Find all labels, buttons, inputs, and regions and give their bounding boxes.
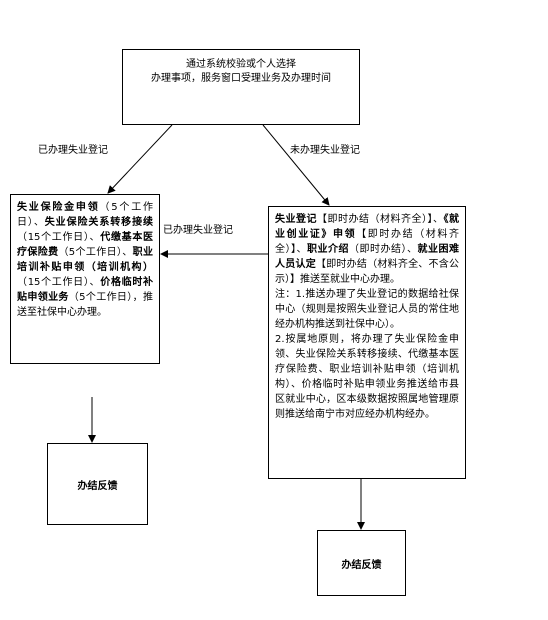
left-part-0: 失业保险金申领 (17, 202, 100, 213)
registered-services-box: 失业保险金申领（5个工作日）、失业保险关系转移接续（15个工作日）、代缴基本医疗… (10, 194, 160, 364)
left-part-7: （15个工作日）、 (17, 277, 101, 288)
left-part-1: （5个工作日）、 (17, 202, 153, 228)
unregistered-services-box: 失业登记【即时办结（材料齐全）】、《就业创业证》申领【即时办结（材料齐全）】、职… (268, 206, 466, 479)
right-part-3: 【即时办结（材料齐全）】、 (275, 229, 460, 255)
left-part-4: 代缴基本医疗保险费 (17, 232, 154, 258)
left-part-9: （5个工作日），推送至社保中心办理。 (17, 292, 153, 318)
edge-label-left: 已办理失业登记 (38, 145, 108, 156)
left-part-6: 职业培训补贴申领（培训机构） (17, 247, 154, 273)
right-part-4: 职业介绍 (307, 244, 349, 255)
edge-label-middle: 已办理失业登记 (163, 225, 233, 236)
right-note-1: 注：1.推送办理了失业登记的数据给社保中心（规则是按照失业登记人员的常住地经办机… (275, 289, 459, 330)
left-part-2: 失业保险关系转移接续 (44, 217, 153, 228)
right-part-1: 【即时办结（材料齐全）】、 (317, 214, 444, 225)
finish-feedback-box-left: 办结反馈 (47, 443, 148, 525)
right-part-5: （即时办结）、 (349, 244, 418, 255)
right-main-text: 失业登记【即时办结（材料齐全）】、《就业创业证》申领【即时办结（材料齐全）】、职… (275, 212, 459, 287)
arrow-top-to-left (107, 124, 173, 194)
finish-feedback-label-left: 办结反馈 (77, 480, 118, 492)
left-part-5: （5个工作日）、 (58, 247, 133, 258)
start-line-2: 办理事项，服务窗口受理业务及办理时间 (151, 73, 331, 84)
finish-feedback-box-right: 办结反馈 (317, 530, 406, 596)
right-part-0: 失业登记 (275, 214, 317, 225)
right-note-2: 2.按属地原则，将办理了失业保险金申领、失业保险关系转移接续、代缴基本医疗保险费… (275, 334, 459, 420)
right-part-6: 就业困难人员认定 (275, 244, 459, 270)
arrow-top-to-right (262, 124, 330, 206)
start-line-1: 通过系统校验或个人选择 (186, 59, 296, 70)
finish-feedback-label-right: 办结反馈 (341, 559, 382, 571)
edge-label-right: 未办理失业登记 (290, 145, 360, 156)
right-part-2: 《就业创业证》申领 (275, 214, 459, 240)
right-part-7: 【即时办结（材料齐全、不含公示）】推送至就业中心办理。 (275, 259, 460, 285)
left-part-3: （15个工作日）、 (17, 232, 101, 243)
left-part-8: 价格临时补贴申领业务 (17, 277, 154, 303)
start-box: 通过系统校验或个人选择 办理事项，服务窗口受理业务及办理时间 (122, 49, 360, 125)
